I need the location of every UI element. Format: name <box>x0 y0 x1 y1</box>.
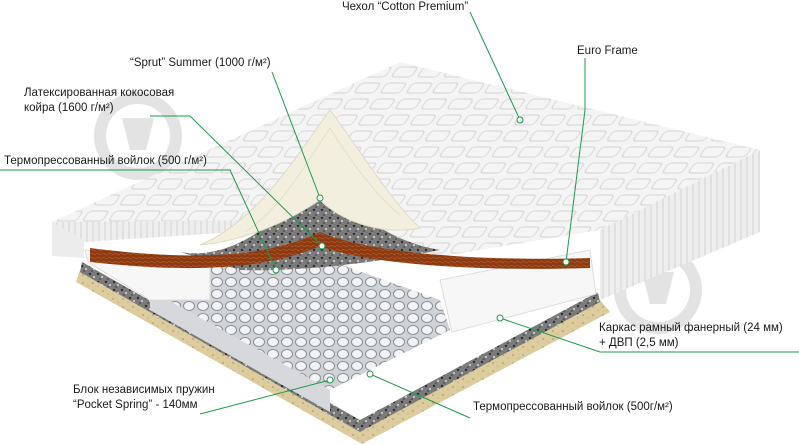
mattress-cover <box>52 62 760 300</box>
label-plywood-frame-line2: + ДВП (2,5 мм) <box>599 337 679 349</box>
label-plywood-frame-line1: Каркас рамный фанерный (24 мм) <box>599 322 783 334</box>
label-springs-line2: “Pocket Spring” - 140мм <box>73 399 198 411</box>
felt-bottom-layer <box>80 262 600 432</box>
label-euro-frame: Euro Frame <box>577 45 638 57</box>
watermark-icon <box>94 92 182 180</box>
felt-top-layer <box>180 170 440 271</box>
label-springs-line1: Блок независимых пружин <box>73 384 215 396</box>
spring-block <box>150 250 450 412</box>
leader-lines <box>0 11 799 419</box>
label-felt-top: Термопрессованный войлок (500 г/м²) <box>4 155 207 167</box>
label-latex-coconut-line2: койра (1600 г/м²) <box>24 102 114 114</box>
label-sprut-summer: “Sprut” Summer (1000 г/м²) <box>130 57 271 69</box>
label-felt-bottom: Термопрессованный войлок (500г/м²) <box>473 401 673 413</box>
coconut-layer <box>90 232 590 269</box>
plywood-frame-layer <box>76 270 610 444</box>
sprut-summer-layer <box>199 109 422 246</box>
label-latex-coconut-line1: Латексированная кокосовая <box>24 87 175 99</box>
label-cover: Чехол “Cotton Premium” <box>342 1 469 13</box>
